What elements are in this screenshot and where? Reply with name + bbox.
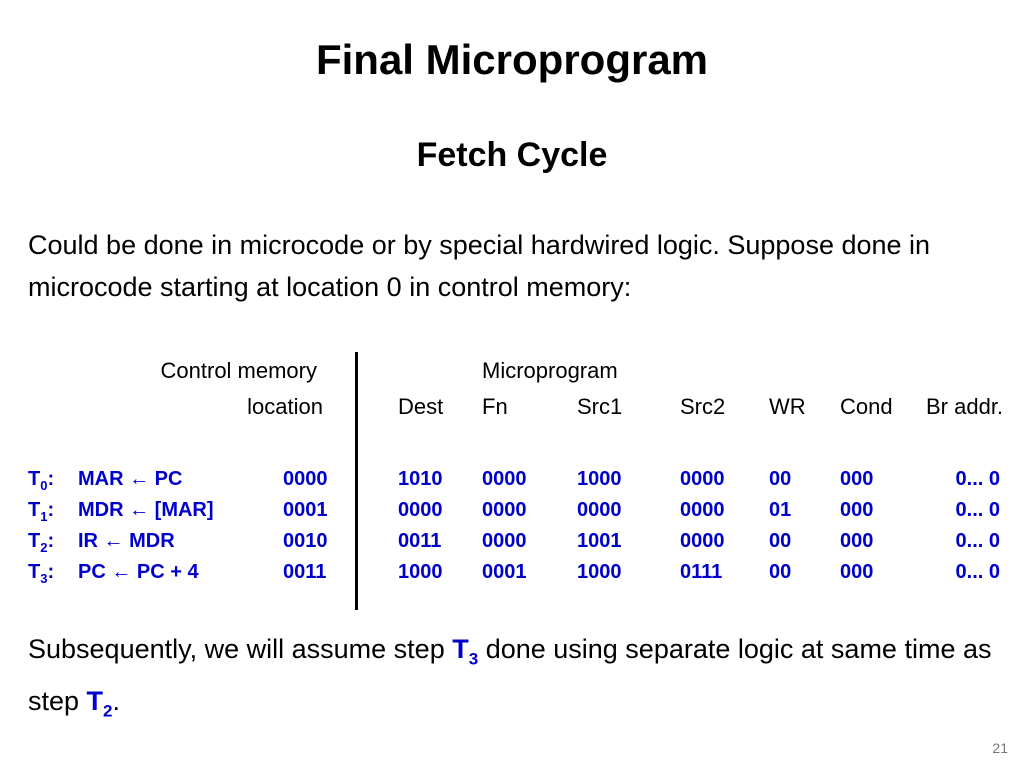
step-t2-ref: T2 [86,686,113,721]
row-location: 0000 [283,468,328,490]
row-location: 0011 [283,561,327,583]
row-time-step: T2: [28,530,55,555]
slide-subtitle: Fetch Cycle [416,136,608,174]
col-header-src2: Src2 [680,394,726,419]
header-control-memory: Control memory [160,358,317,383]
row-operation: PC ← PC + 4 [78,561,199,583]
row-br-addr: 0... 0 [955,468,1000,490]
row-dest: 1000 [398,561,443,583]
col-header-br-addr: Br addr. [926,394,1004,419]
row-src2: 0111 [680,561,723,583]
outro-paragraph: Subsequently, we will assume step T3 don… [28,634,992,721]
row-operation: MDR ← [MAR] [78,499,214,521]
col-header-fn: Fn [482,394,508,419]
header-microprogram: Microprogram [482,358,618,383]
col-header-wr: WR [769,394,806,419]
row-wr: 01 [769,499,792,521]
row-fn: 0000 [482,499,527,521]
row-wr: 00 [769,530,792,552]
col-header-cond: Cond [840,394,893,419]
row-br-addr: 0... 0 [955,499,1000,521]
row-src2: 0000 [680,530,725,552]
row-cond: 000 [840,499,874,521]
row-src1: 1001 [577,530,622,552]
row-src2: 0000 [680,468,725,490]
row-time-step: T0: [28,468,55,493]
row-cond: 000 [840,530,874,552]
header-location: location [247,394,323,419]
row-src1: 1000 [577,468,622,490]
row-time-step: T1: [28,499,55,524]
intro-paragraph: Could be done in microcode or by special… [28,230,931,302]
row-operation: IR ← MDR [78,530,175,552]
col-header-dest: Dest [398,394,444,419]
row-src1: 0000 [577,499,622,521]
row-cond: 000 [840,561,874,583]
row-location: 0001 [283,499,328,521]
row-br-addr: 0... 0 [955,530,1000,552]
row-src1: 1000 [577,561,622,583]
row-wr: 00 [769,561,792,583]
step-t3-ref: T3 [452,634,479,669]
row-cond: 000 [840,468,874,490]
table-divider [355,352,358,610]
row-br-addr: 0... 0 [955,561,1000,583]
row-fn: 0000 [482,530,527,552]
row-fn: 0000 [482,468,527,490]
slide-title: Final Microprogram [315,36,709,83]
row-src2: 0000 [680,499,725,521]
row-time-step: T3: [28,561,55,586]
row-dest: 0011 [398,530,442,552]
col-header-src1: Src1 [577,394,623,419]
row-operation: MAR ← PC [78,468,183,490]
row-fn: 0001 [482,561,527,583]
row-location: 0010 [283,530,328,552]
page-number: 21 [992,740,1008,756]
row-dest: 0000 [398,499,443,521]
row-dest: 1010 [398,468,443,490]
row-wr: 00 [769,468,792,490]
